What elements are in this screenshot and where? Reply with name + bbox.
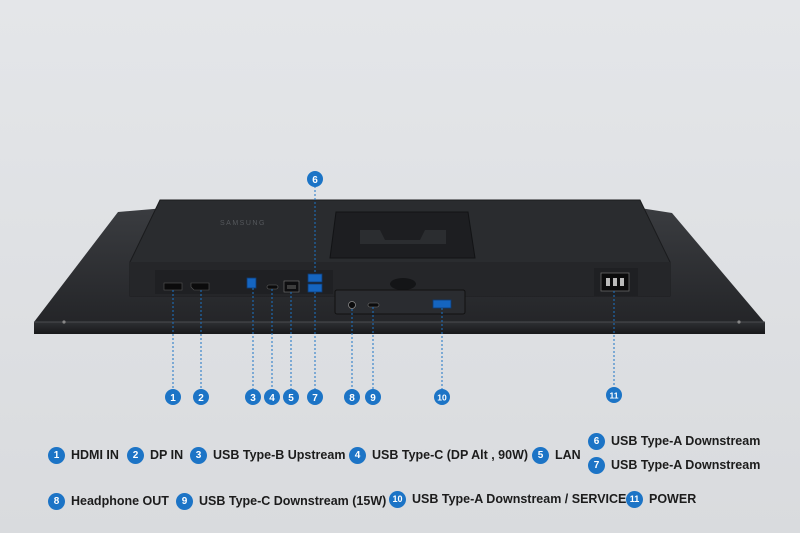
legend-item-8: 8 Headphone OUT (48, 492, 169, 510)
svg-text:1: 1 (170, 393, 176, 404)
svg-text:11: 11 (610, 391, 619, 401)
legend-label: USB Type-B Upstream (213, 448, 346, 462)
svg-text:5: 5 (288, 393, 294, 404)
legend-number: 4 (349, 446, 366, 464)
callout-badges: 1 2 3 4 5 6 7 8 9 10 11 (165, 171, 622, 405)
legend-label: USB Type-A Downstream (611, 458, 761, 472)
legend-label: Headphone OUT (71, 494, 169, 508)
svg-text:4: 4 (269, 393, 275, 404)
headphone-port (348, 301, 356, 309)
legend-item-6: 6 USB Type-A Downstream (588, 432, 760, 450)
dp-in-port (190, 282, 210, 291)
legend-number: 11 (626, 490, 643, 508)
legend-item-7: 7 USB Type-A Downstream (588, 456, 760, 474)
legend-label: USB Type-C (DP Alt , 90W) (372, 448, 529, 462)
svg-text:10: 10 (437, 393, 447, 403)
badge-2: 2 (193, 389, 209, 405)
legend-item-2: 2 DP IN (127, 446, 183, 464)
legend-number: 7 (588, 456, 605, 474)
leader-lines (172, 186, 615, 390)
badge-10: 10 (434, 389, 450, 405)
badge-4: 4 (264, 389, 280, 405)
legend-number: 2 (127, 446, 144, 464)
svg-text:9: 9 (370, 393, 376, 404)
usb-type-b-port (246, 277, 257, 289)
legend-label: DP IN (150, 448, 184, 462)
legend-item-4: 4 USB Type-C (DP Alt , 90W) (349, 446, 528, 464)
badge-1: 1 (165, 389, 181, 405)
stand-mount (329, 211, 476, 290)
legend-number: 6 (588, 432, 605, 450)
badge-3: 3 (245, 389, 261, 405)
legend-label: USB Type-C Downstream (15W) (199, 494, 387, 508)
legend-item-9: 9 USB Type-C Downstream (15W) (176, 492, 386, 510)
legend-number: 9 (176, 492, 193, 510)
legend-label: LAN (555, 448, 581, 462)
power-port (600, 272, 630, 292)
legend-number: 3 (190, 446, 207, 464)
legend-number: 8 (48, 492, 65, 510)
brand-logo: SAMSUNG (220, 220, 266, 227)
legend-label: USB Type-A Downstream / SERVICE (412, 492, 627, 506)
legend-number: 1 (48, 446, 65, 464)
lan-port (283, 280, 300, 293)
badge-5: 5 (283, 389, 299, 405)
badge-7: 7 (307, 389, 323, 405)
legend-item-5: 5 LAN (532, 446, 581, 464)
legend-label: HDMI IN (71, 448, 119, 462)
hdmi-in-port (163, 282, 183, 291)
usb-type-c-port (266, 284, 279, 290)
badge-6: 6 (307, 171, 323, 187)
badge-8: 8 (344, 389, 360, 405)
legend-item-1: 1 HDMI IN (48, 446, 119, 464)
usb-type-c-downstream-port (367, 302, 380, 308)
svg-text:3: 3 (250, 393, 256, 404)
svg-text:2: 2 (198, 393, 204, 404)
usb-type-a-service-port (432, 299, 452, 309)
svg-text:6: 6 (312, 175, 318, 186)
legend-item-10: 10 USB Type-A Downstream / SERVICE (389, 490, 626, 508)
legend-number: 10 (389, 490, 406, 508)
svg-text:8: 8 (349, 393, 355, 404)
svg-text:7: 7 (312, 393, 318, 404)
legend-number: 5 (532, 446, 549, 464)
legend-label: USB Type-A Downstream (611, 434, 761, 448)
badge-9: 9 (365, 389, 381, 405)
legend-item-11: 11 POWER (626, 490, 696, 508)
badge-11: 11 (606, 387, 622, 403)
legend-item-3: 3 USB Type-B Upstream (190, 446, 345, 464)
legend-label: POWER (649, 492, 697, 506)
